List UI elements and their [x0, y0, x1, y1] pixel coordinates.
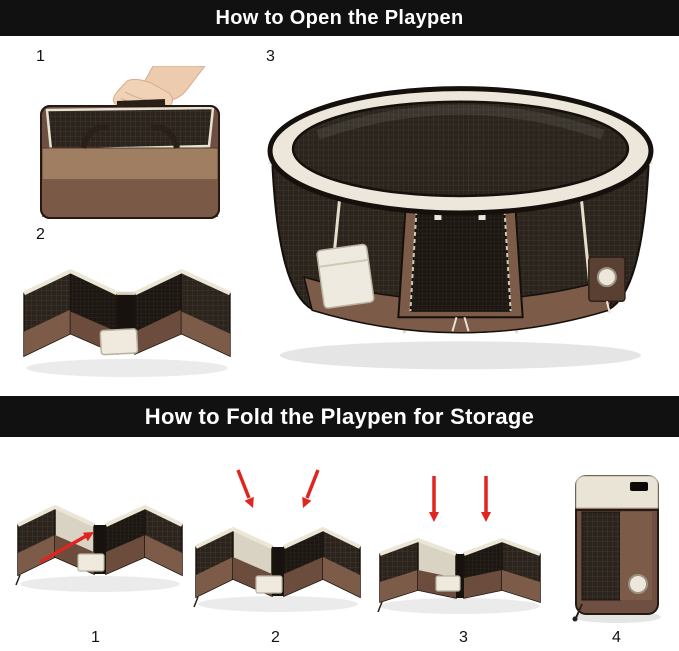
vent-window	[588, 256, 626, 314]
open-step-3-number: 3	[266, 48, 275, 65]
collapsing-playpen	[193, 527, 361, 608]
fold-step-3-illustration	[377, 476, 541, 614]
open-section-header: How to Open the Playpen	[0, 0, 679, 36]
fold-step-3-image	[372, 456, 548, 628]
mesh-top-panel	[45, 106, 215, 152]
zipper-pulls	[451, 316, 470, 332]
folded-playpen-bag	[40, 99, 220, 219]
partially-open-playpen	[23, 269, 231, 358]
fold-section-header: How to Fold the Playpen for Storage	[0, 396, 679, 437]
fold-step-2-number: 2	[271, 629, 280, 646]
fold-section-title: How to Fold the Playpen for Storage	[144, 403, 535, 429]
fold-step-3-number: 3	[459, 629, 468, 646]
door-zipper	[409, 210, 512, 312]
fold-arrow-icon	[302, 469, 320, 508]
side-pocket	[99, 328, 139, 356]
side-pocket	[255, 575, 283, 594]
fold-step-1-illustration	[15, 505, 183, 592]
folded-playpen-carry-illustration	[40, 66, 220, 219]
open-playpen-illustration	[267, 86, 654, 370]
fold-step-1-number: 1	[91, 629, 100, 646]
mesh-side	[581, 511, 621, 601]
partially-open-playpen-illustration	[23, 269, 231, 378]
fold-step-4-image	[562, 466, 672, 626]
nearly-folded-playpen	[377, 538, 541, 613]
fold-arrow-icon	[236, 469, 254, 508]
open-playpen	[267, 86, 654, 334]
collapsing-playpen	[15, 505, 183, 586]
open-step-2-number: 2	[36, 226, 45, 243]
fold-step-2-illustration	[193, 469, 361, 612]
fold-step-4-illustration	[572, 475, 661, 623]
open-step-3-image	[258, 64, 664, 376]
front-flap	[41, 147, 219, 181]
fold-arrow-icon	[481, 476, 491, 522]
open-step-1-image	[25, 66, 235, 231]
open-section-title: How to Open the Playpen	[215, 6, 464, 29]
fold-arrow-icon	[429, 476, 439, 522]
top-flap	[575, 475, 659, 509]
fold-arrow-icon	[39, 532, 94, 564]
side-pocket	[77, 553, 105, 572]
zipper-pull	[575, 603, 583, 619]
brand-label	[630, 482, 648, 491]
carry-handles	[80, 124, 180, 149]
vent-hole	[628, 574, 648, 594]
fold-step-1-image	[12, 466, 188, 626]
open-step-1-number: 1	[36, 48, 45, 65]
fold-step-4-number: 4	[612, 629, 621, 646]
side-pocket	[435, 575, 461, 592]
mesh-top	[291, 100, 630, 198]
folded-playpen-upright	[572, 475, 659, 622]
open-step-2-image	[16, 244, 238, 382]
side-pocket	[316, 243, 375, 309]
fold-step-2-image	[190, 452, 366, 628]
